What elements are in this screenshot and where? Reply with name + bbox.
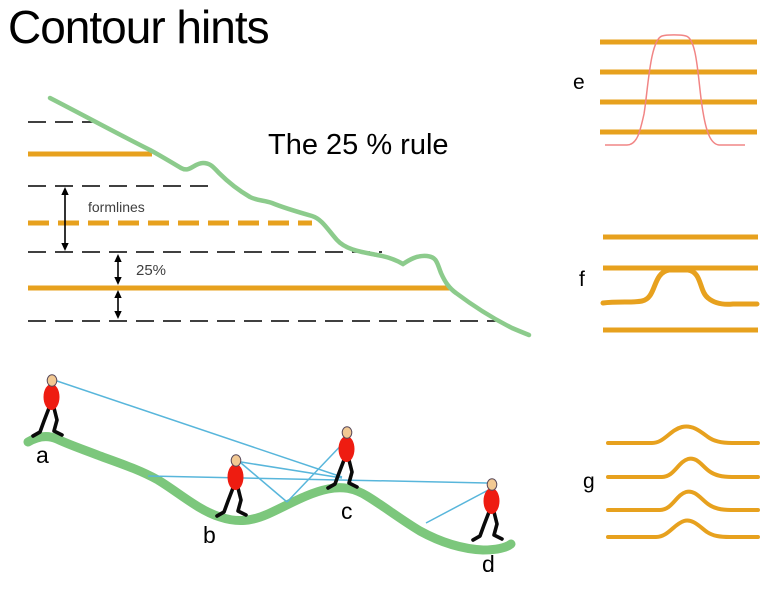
- contour-example-e: [600, 34, 757, 146]
- terrain-surface-line: [23, 432, 516, 555]
- page-title: Contour hints: [8, 1, 270, 53]
- quarter-spacing-arrow-lower: [114, 290, 122, 319]
- person-a: [31, 372, 64, 438]
- contour-bump-line: [606, 518, 760, 539]
- contour-example-f: [600, 234, 760, 333]
- rule-diagram: [28, 95, 532, 338]
- person-label-a: a: [36, 442, 49, 468]
- knoll-profile-curve: [605, 34, 745, 146]
- sight-line-d-long: [147, 475, 488, 484]
- sight-line-b-to-c: [240, 461, 343, 479]
- example-label-f: f: [579, 268, 585, 291]
- person-c: [326, 424, 359, 490]
- person-d: [471, 476, 504, 542]
- rule-heading: The 25 % rule: [268, 129, 449, 161]
- quarter-spacing-arrow-upper: [114, 254, 122, 285]
- person-label-c: c: [341, 498, 353, 524]
- example-label-e: e: [573, 71, 585, 94]
- example-label-g: g: [583, 470, 595, 493]
- contour-bump-line: [600, 267, 760, 307]
- sight-line-d-to-slope: [425, 486, 495, 524]
- person-label-b: b: [203, 522, 216, 548]
- contour-bump-line: [606, 456, 760, 479]
- sight-lines: [56, 380, 495, 524]
- formlines-label: formlines: [88, 199, 145, 215]
- terrain-profile-diagram: [23, 372, 516, 555]
- contour-example-g: [606, 424, 760, 539]
- percent-label: 25%: [136, 262, 167, 279]
- formlines-spacing-arrow: [61, 187, 69, 251]
- person-label-d: d: [482, 551, 495, 577]
- contour-bump-line: [606, 424, 760, 445]
- contour-bump-line: [606, 489, 760, 512]
- sight-line-b-to-ground: [240, 462, 288, 503]
- sight-line-a: [56, 380, 343, 478]
- hillside-profile-line: [47, 95, 532, 338]
